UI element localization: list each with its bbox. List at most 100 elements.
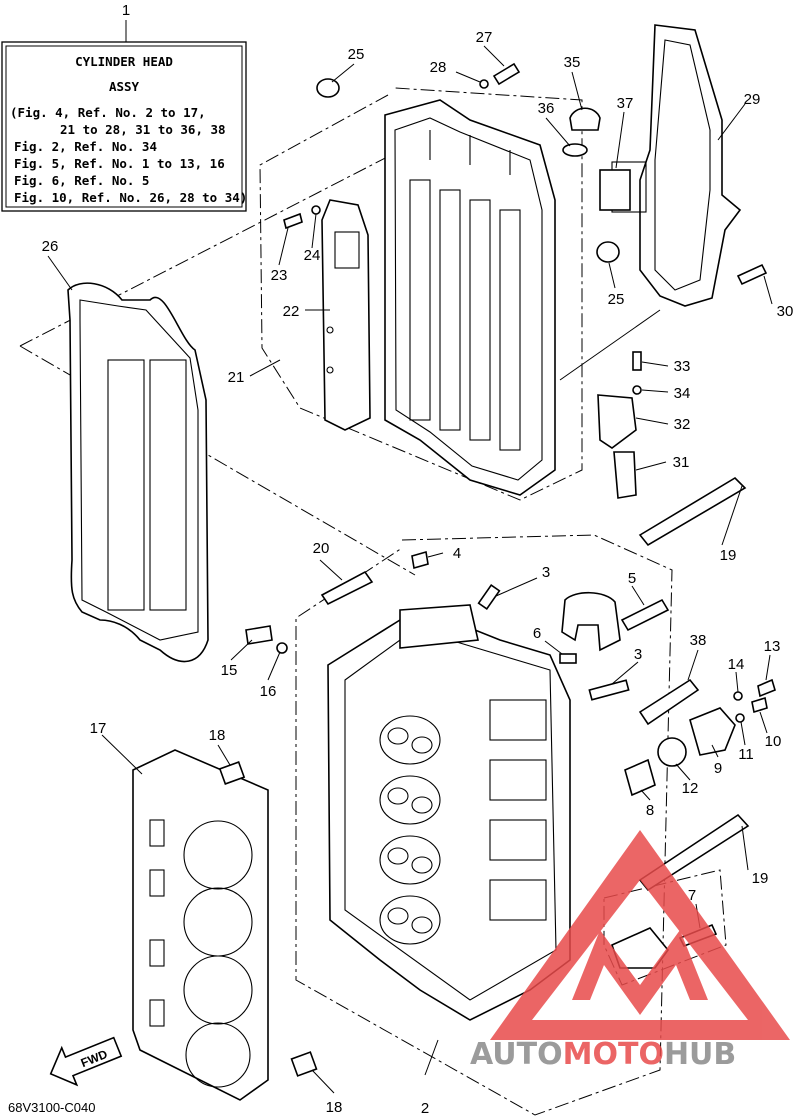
assembly-line-6: Fig. 10, Ref. No. 26, 28 to 34) [14, 190, 247, 205]
callout-numbers: 1 2 3 3 4 5 6 7 8 9 10 11 12 13 14 15 16… [42, 2, 794, 1116]
callout-25-lower: 25 [608, 291, 625, 308]
callout-30: 30 [777, 303, 794, 320]
assembly-line-2: 21 to 28, 31 to 36, 38 [60, 122, 226, 137]
assembly-reference-box: CYLINDER HEAD ASSY (Fig. 4, Ref. No. 2 t… [1, 20, 247, 212]
dowel-18-lower [290, 1051, 318, 1077]
callout-38: 38 [690, 632, 707, 649]
bolt-15 [245, 625, 273, 645]
callout-24: 24 [304, 247, 321, 264]
callout-3-upper: 3 [542, 564, 550, 581]
assembly-line-5: Fig. 6, Ref. No. 5 [14, 173, 149, 188]
callout-8: 8 [646, 802, 654, 819]
callout-5: 5 [628, 570, 636, 587]
long-bolt-upper [638, 476, 747, 547]
forward-arrow: FWD [49, 1036, 123, 1087]
washer-16 [276, 642, 288, 654]
housing-9 [689, 707, 736, 756]
callout-17: 17 [90, 720, 107, 737]
callout-34: 34 [674, 385, 691, 402]
leader-lines [47, 45, 773, 1094]
callout-19-lower: 19 [752, 870, 769, 887]
washer-14 [733, 691, 743, 701]
callout-11: 11 [738, 746, 754, 763]
bolt-27 [492, 62, 521, 86]
cover-plate [321, 199, 371, 431]
watermark-logo: AUTOMOTOHUB [470, 830, 790, 1072]
bolt-5 [620, 598, 670, 632]
callout-12: 12 [682, 780, 699, 797]
callout-9: 9 [714, 760, 722, 777]
callout-1: 1 [122, 2, 130, 19]
callout-4: 4 [453, 545, 461, 562]
label-37 [599, 169, 631, 211]
callout-16: 16 [260, 683, 277, 700]
cap-5 [561, 591, 621, 652]
callout-18-lower: 18 [326, 1099, 343, 1116]
callout-10: 10 [765, 733, 782, 750]
washer-34 [632, 385, 642, 395]
callout-35: 35 [564, 54, 581, 71]
assembly-line-4: Fig. 5, Ref. No. 1 to 13, 16 [14, 156, 225, 171]
bolt-20 [320, 570, 374, 606]
bolt-13 [757, 678, 776, 698]
sensor-32 [597, 394, 637, 449]
callout-21: 21 [228, 369, 245, 386]
callout-7: 7 [688, 887, 696, 904]
callout-18-upper: 18 [209, 727, 226, 744]
callout-26: 26 [42, 238, 59, 255]
mounting-bracket [611, 24, 742, 307]
cylinder-head [327, 604, 571, 1021]
callout-33: 33 [674, 358, 691, 375]
assembly-line-3: Fig. 2, Ref. No. 34 [14, 139, 157, 154]
watermark-text: AUTOMOTOHUB [470, 1037, 736, 1072]
callout-36: 36 [538, 100, 555, 117]
plug-4 [411, 550, 429, 570]
callout-14: 14 [728, 656, 745, 673]
callout-22: 22 [283, 303, 300, 320]
assembly-line-1: (Fig. 4, Ref. No. 2 to 17, [10, 105, 206, 120]
callout-2: 2 [421, 1100, 429, 1116]
watermark-m-mark [572, 930, 708, 1015]
bolt-33 [632, 351, 642, 371]
callout-29: 29 [744, 91, 761, 108]
callout-32: 32 [674, 416, 691, 433]
pin-3-lower [588, 679, 630, 701]
callout-25-upper: 25 [348, 46, 365, 63]
callout-13: 13 [764, 638, 781, 655]
grommet-25-upper [316, 78, 340, 98]
callout-37: 37 [617, 95, 634, 112]
seal-12 [657, 737, 687, 767]
bolt-23 [283, 212, 303, 230]
callout-23: 23 [271, 267, 288, 284]
callout-15: 15 [221, 662, 238, 679]
sensor-31 [613, 451, 637, 499]
bolt-30 [736, 263, 768, 286]
watermark-part-2: MOTO [563, 1037, 664, 1072]
o-ring-36 [562, 143, 588, 157]
watermark-triangle [490, 830, 790, 1040]
callout-6: 6 [533, 625, 541, 642]
pin-6 [559, 653, 577, 664]
lower-group-outline [295, 534, 673, 1116]
callout-31: 31 [673, 454, 690, 471]
sensor-38 [638, 678, 700, 726]
cap-35 [569, 107, 601, 131]
valve-cover [384, 99, 556, 496]
upper-group-outline [259, 87, 583, 501]
assembly-subtitle: ASSY [109, 79, 140, 94]
washer-24 [311, 205, 321, 215]
cover-gasket [67, 282, 209, 663]
callout-19-upper: 19 [720, 547, 737, 564]
washer-11 [735, 713, 745, 723]
head-gasket [132, 749, 269, 1101]
washer-28 [479, 79, 489, 89]
callout-27: 27 [476, 29, 493, 46]
callout-3-lower: 3 [634, 646, 642, 663]
watermark-part-3: HUB [664, 1037, 736, 1072]
bolt-10 [751, 696, 768, 714]
cap-8 [624, 758, 656, 797]
watermark-part-1: AUTO [470, 1037, 563, 1072]
assembly-title: CYLINDER HEAD [75, 54, 173, 69]
callout-28: 28 [430, 59, 447, 76]
pin-3-upper [477, 584, 501, 610]
